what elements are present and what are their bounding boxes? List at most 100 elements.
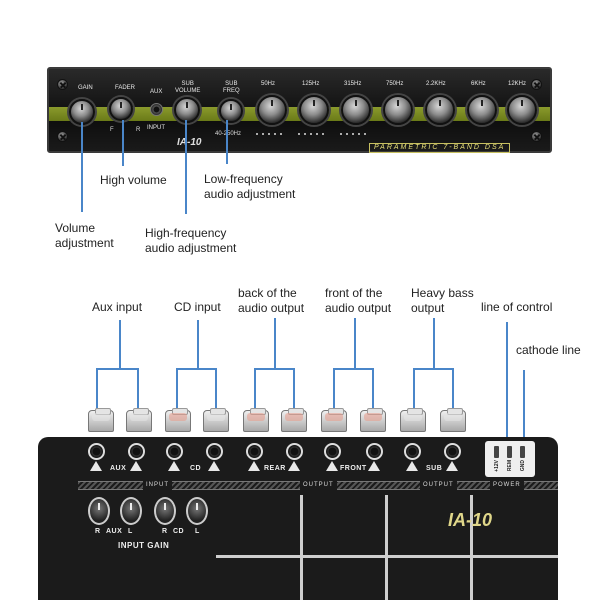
- aux-jack-label: AUX: [110, 465, 127, 472]
- band-125hz-knob[interactable]: [299, 95, 329, 125]
- rca-plug-front-l[interactable]: [360, 408, 386, 432]
- aux-r-gain-knob[interactable]: [88, 497, 110, 525]
- fader-r-label: R: [136, 127, 141, 133]
- band-12khz-knob[interactable]: [507, 95, 537, 125]
- rca-plug-rear-l[interactable]: [281, 408, 307, 432]
- input-label: INPUT: [147, 125, 165, 131]
- band-315hz-knob[interactable]: [341, 95, 371, 125]
- front-output-annotation: front of the audio output: [325, 286, 392, 315]
- power-pin-label: GND: [520, 460, 526, 472]
- gain-cd-label: CD: [173, 528, 185, 535]
- front-bracket-line: [354, 318, 356, 368]
- low-freq-annotation: Low-frequency audio adjustment: [204, 172, 296, 201]
- band-led-dots: [340, 133, 366, 135]
- cd-bracket-line: [215, 368, 217, 410]
- front-bracket-line: [333, 368, 373, 370]
- sub-volume-label: SUB VOLUME: [175, 81, 201, 94]
- control-line-annotation: line of control: [481, 300, 553, 314]
- cd-l-jack[interactable]: [206, 443, 223, 460]
- band-led-dots: [256, 133, 282, 135]
- high-freq-pointer-line: [185, 120, 187, 214]
- power-pin-label: REM: [507, 460, 513, 472]
- rear-bracket-line: [274, 318, 276, 368]
- rear-panel: AUX CD REAR FRONT SUB +12V REM GND INPUT…: [38, 437, 558, 600]
- rear-r-jack[interactable]: [246, 443, 263, 460]
- gain-l-label: L: [195, 528, 200, 535]
- sub-bracket-line: [452, 368, 454, 410]
- cathode-pointer-line: [523, 370, 525, 442]
- sub-volume-knob[interactable]: [174, 97, 200, 123]
- aux-r-jack[interactable]: [88, 443, 105, 460]
- rear-bracket-line: [293, 368, 295, 410]
- rca-plug-cd-r[interactable]: [165, 408, 191, 432]
- brand-strip: PARAMETRIC 7-BAND DSA: [369, 143, 511, 153]
- sub-r-jack[interactable]: [404, 443, 421, 460]
- triangle-marker-icon: [248, 461, 260, 471]
- sub-freq-knob[interactable]: [219, 99, 243, 123]
- rca-plug-cd-l[interactable]: [203, 408, 229, 432]
- aux-bracket-line: [119, 320, 121, 368]
- cd-r-gain-knob[interactable]: [154, 497, 176, 525]
- band-6khz-knob[interactable]: [467, 95, 497, 125]
- aux-input-jack[interactable]: [150, 103, 163, 116]
- rca-plug-front-r[interactable]: [321, 408, 347, 432]
- input-section-label: INPUT: [143, 481, 172, 490]
- band-2-2khz-knob[interactable]: [425, 95, 455, 125]
- rca-plug-aux-l[interactable]: [126, 408, 152, 432]
- sub-bracket-line: [413, 368, 453, 370]
- high-volume-pointer-line: [122, 120, 124, 166]
- rca-plug-sub-l[interactable]: [440, 408, 466, 432]
- rca-plug-aux-r[interactable]: [88, 408, 114, 432]
- front-r-jack[interactable]: [324, 443, 341, 460]
- band-750hz-knob[interactable]: [383, 95, 413, 125]
- fader-knob[interactable]: [109, 97, 133, 121]
- aux-input-annotation: Aux input: [92, 300, 143, 314]
- gain-r-label: R: [162, 528, 168, 535]
- power-pin-label: +12V: [494, 460, 500, 472]
- aux-l-gain-knob[interactable]: [120, 497, 142, 525]
- rear-jack-label: REAR: [264, 465, 286, 472]
- aux-l-jack[interactable]: [128, 443, 145, 460]
- power-pin-icon: [507, 446, 512, 458]
- fader-f-label: F: [110, 127, 114, 133]
- rear-bracket-line: [254, 368, 294, 370]
- sub-output-annotation: Heavy bass output: [411, 286, 474, 315]
- screw-icon: [57, 131, 68, 142]
- rear-model-label: IA-10: [448, 510, 493, 530]
- power-pin-icon: [494, 446, 499, 458]
- front-model-label: IA-10: [177, 137, 202, 148]
- band-label: 315Hz: [344, 81, 362, 87]
- triangle-marker-icon: [326, 461, 338, 471]
- triangle-marker-icon: [208, 461, 220, 471]
- sub-freq-range: 40-250Hz: [215, 131, 242, 137]
- triangle-marker-icon: [168, 461, 180, 471]
- output-section-label: OUTPUT: [420, 481, 457, 490]
- cd-bracket-line: [197, 320, 199, 368]
- rca-plug-sub-r[interactable]: [400, 408, 426, 432]
- triangle-marker-icon: [288, 461, 300, 471]
- gain-r-label: R: [95, 528, 101, 535]
- band-50hz-knob[interactable]: [257, 95, 287, 125]
- sub-l-jack[interactable]: [444, 443, 461, 460]
- rear-l-jack[interactable]: [286, 443, 303, 460]
- gain-aux-label: AUX: [106, 528, 123, 535]
- front-jack-label: FRONT: [340, 465, 367, 472]
- screw-icon: [57, 79, 68, 90]
- band-label: 6KHz: [471, 81, 486, 87]
- cd-r-jack[interactable]: [166, 443, 183, 460]
- front-panel: GAIN FADER F R AUX INPUT SUB VOLUME SUB …: [47, 67, 552, 153]
- cd-input-annotation: CD input: [174, 300, 221, 314]
- aux-bracket-line: [96, 368, 98, 410]
- rca-plug-rear-r[interactable]: [243, 408, 269, 432]
- screw-icon: [531, 79, 542, 90]
- gain-l-label: L: [128, 528, 133, 535]
- input-gain-title: INPUT GAIN: [118, 541, 170, 550]
- cd-l-gain-knob[interactable]: [186, 497, 208, 525]
- power-terminal-block[interactable]: +12V REM GND: [485, 441, 535, 477]
- rear-output-annotation: back of the audio output: [238, 286, 305, 315]
- low-freq-pointer-line: [226, 120, 228, 164]
- sub-bracket-line: [433, 318, 435, 368]
- rear-heatsink-grid: [216, 495, 558, 600]
- sub-freq-label: SUB FREQ: [223, 81, 240, 94]
- front-l-jack[interactable]: [366, 443, 383, 460]
